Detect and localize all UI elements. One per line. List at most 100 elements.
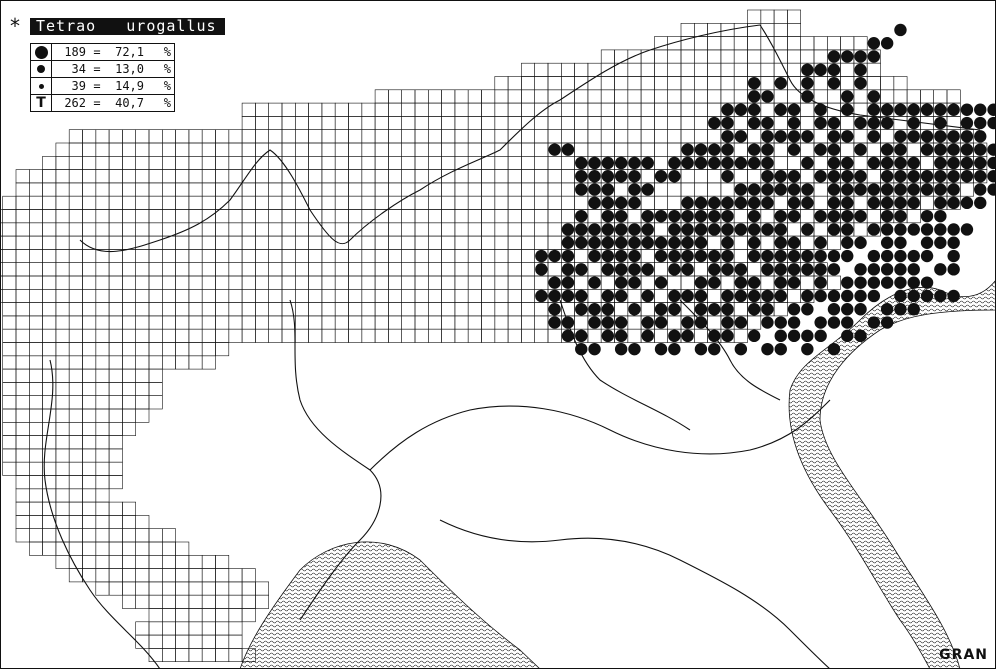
large-record-dot: [814, 316, 827, 329]
large-record-dot: [734, 196, 748, 210]
large-record-dot: [694, 196, 708, 210]
large-record-dot: [774, 209, 787, 223]
large-record-dot: [854, 143, 867, 156]
large-record-dot: [920, 209, 934, 223]
large-record-dot: [747, 223, 761, 236]
large-record-dot: [708, 156, 721, 170]
large-record-dot: [960, 156, 974, 170]
large-record-dot: [747, 303, 761, 316]
large-record-dot: [867, 316, 881, 329]
large-record-dot: [601, 316, 615, 329]
large-record-dot: [734, 103, 748, 116]
large-record-dot: [934, 103, 947, 116]
large-record-dot: [641, 183, 654, 196]
large-record-dot: [708, 249, 721, 263]
large-record-dot: [761, 116, 774, 130]
large-record-dot: [694, 249, 708, 263]
large-record-dot: [708, 276, 721, 289]
large-record-dot: [920, 143, 934, 156]
large-record-dot: [934, 116, 947, 130]
large-record-dot: [628, 223, 641, 236]
grid-cell: [773, 302, 788, 317]
large-record-dot: [681, 156, 694, 170]
large-record-dot: [681, 223, 694, 236]
large-record-dot: [934, 156, 947, 170]
large-record-dot: [907, 276, 920, 289]
large-record-dot: [787, 170, 801, 183]
large-record-dot: [588, 170, 601, 183]
large-record-dot: [747, 209, 761, 223]
large-record-dot: [588, 183, 601, 196]
legend-percent: 72,1: [115, 45, 144, 59]
large-record-dot: [774, 170, 787, 183]
large-record-dot: [947, 223, 960, 236]
large-record-dot: [694, 156, 708, 170]
large-record-dot: [628, 276, 641, 289]
large-record-dot: [880, 263, 894, 276]
large-record-dot: [814, 116, 827, 130]
large-record-dot: [588, 223, 601, 236]
large-record-dot: [614, 209, 628, 223]
large-record-dot: [761, 130, 774, 143]
large-record-dot: [721, 103, 734, 116]
large-record-dot: [708, 116, 721, 130]
large-record-dot: [668, 170, 681, 183]
large-record-dot: [654, 170, 668, 183]
grid-cell: [241, 608, 256, 623]
large-record-dot: [841, 50, 854, 63]
large-record-dot: [654, 342, 668, 356]
large-record-dot: [867, 276, 881, 289]
large-record-dot: [708, 303, 721, 316]
large-record-dot: [894, 23, 907, 37]
large-record-dot: [934, 209, 947, 223]
large-record-dot: [774, 76, 787, 90]
large-record-dot: [575, 170, 588, 183]
large-record-dot: [734, 223, 748, 236]
large-record-dot: [774, 263, 787, 276]
legend-equals: =: [93, 79, 101, 93]
large-record-dot: [814, 276, 827, 289]
large-record-dot: [708, 263, 721, 276]
large-record-dot: [867, 90, 881, 103]
large-record-dot: [787, 116, 801, 130]
small-dot-icon: [31, 78, 52, 94]
large-record-dot: [535, 249, 548, 263]
large-record-dot: [575, 303, 588, 316]
grid-cell: [973, 169, 988, 184]
large-record-dot: [827, 209, 841, 223]
large-record-dot: [575, 183, 588, 196]
large-record-dot: [747, 289, 761, 303]
large-record-dot: [947, 236, 960, 249]
large-record-dot: [854, 63, 867, 77]
legend-row-total: T 262 = 40,7 %: [31, 95, 174, 111]
large-record-dot: [880, 37, 894, 50]
legend-equals: =: [93, 45, 101, 59]
large-record-dot: [721, 170, 734, 183]
large-record-dot: [575, 156, 588, 170]
large-record-dot: [894, 103, 907, 116]
large-record-dot: [601, 196, 615, 210]
grid-cell: [959, 182, 974, 197]
large-record-dot: [761, 289, 774, 303]
large-record-dot: [787, 130, 801, 143]
large-record-dot: [601, 170, 615, 183]
large-record-dot: [827, 170, 841, 183]
large-record-dot: [827, 143, 841, 156]
large-record-dot: [614, 156, 628, 170]
large-record-dot: [907, 249, 920, 263]
large-record-dot: [548, 316, 561, 329]
large-record-dot: [867, 183, 881, 196]
large-record-dot: [747, 276, 761, 289]
large-record-dot: [880, 183, 894, 196]
large-record-dot: [841, 103, 854, 116]
large-record-dot: [588, 276, 601, 289]
large-record-dot: [947, 183, 960, 196]
large-record-dot: [774, 236, 787, 249]
large-record-dot: [694, 342, 708, 356]
large-record-dot: [854, 170, 867, 183]
grid-cell: [733, 328, 748, 343]
large-record-dot: [614, 236, 628, 249]
large-record-dot: [774, 329, 787, 343]
large-record-dot: [880, 143, 894, 156]
